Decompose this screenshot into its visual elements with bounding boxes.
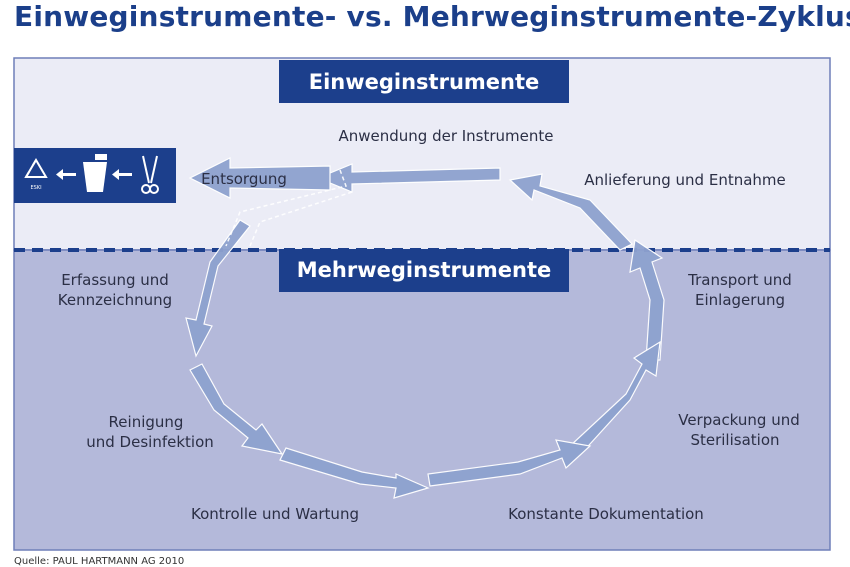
arrow-erfassung [185, 219, 251, 358]
reusable-banner [279, 249, 569, 292]
single-use-banner [279, 60, 569, 103]
step-entsorgung: Entsorgung [201, 170, 287, 188]
step-dokumentation: Konstante Dokumentation [508, 505, 704, 523]
arrow-dokumentation [427, 439, 592, 487]
arrow-anlieferung [508, 173, 633, 251]
step-transport-line2: Einlagerung [695, 291, 785, 309]
step-anlieferung: Anlieferung und Entnahme [584, 171, 786, 189]
arrow-anwendung [316, 163, 501, 193]
page-title: Einweginstrumente- vs. Mehrweginstrument… [14, 0, 850, 33]
arrow-entsorgung [188, 157, 331, 199]
reusable-banner-text: Mehrweginstrumente [297, 258, 551, 282]
arrow-reinigung [189, 363, 284, 455]
arrow-kontrolle [279, 447, 430, 499]
step-reinigung-line2: und Desinfektion [86, 433, 214, 451]
step-erfassung-line1: Erfassung und [61, 271, 169, 289]
step-verpackung-line2: Sterilisation [690, 431, 779, 449]
arrow-left-icon [112, 169, 132, 180]
step-kontrolle: Kontrolle und Wartung [191, 505, 359, 523]
arrow-transport [629, 238, 665, 361]
step-anwendung: Anwendung der Instrumente [338, 127, 553, 145]
step-transport-line1: Transport und [687, 271, 792, 289]
disposal-box: ESKI [14, 148, 176, 203]
recycle-icon [24, 158, 48, 178]
dashed-connectors [225, 169, 353, 247]
step-verpackung-line1: Verpackung und [678, 411, 800, 429]
scissors-icon [141, 155, 159, 194]
cup-icon [83, 154, 107, 192]
step-erfassung-line2: Kennzeichnung [58, 291, 172, 309]
cycle-arrows [185, 157, 665, 499]
source-note: Quelle: PAUL HARTMANN AG 2010 [14, 556, 185, 567]
single-use-banner-text: Einweginstrumente [309, 70, 540, 94]
recycle-label: ESKI [30, 185, 41, 191]
step-reinigung-line1: Reinigung [109, 413, 184, 431]
arrow-left-icon [56, 169, 76, 180]
arrow-verpackung [569, 340, 661, 456]
